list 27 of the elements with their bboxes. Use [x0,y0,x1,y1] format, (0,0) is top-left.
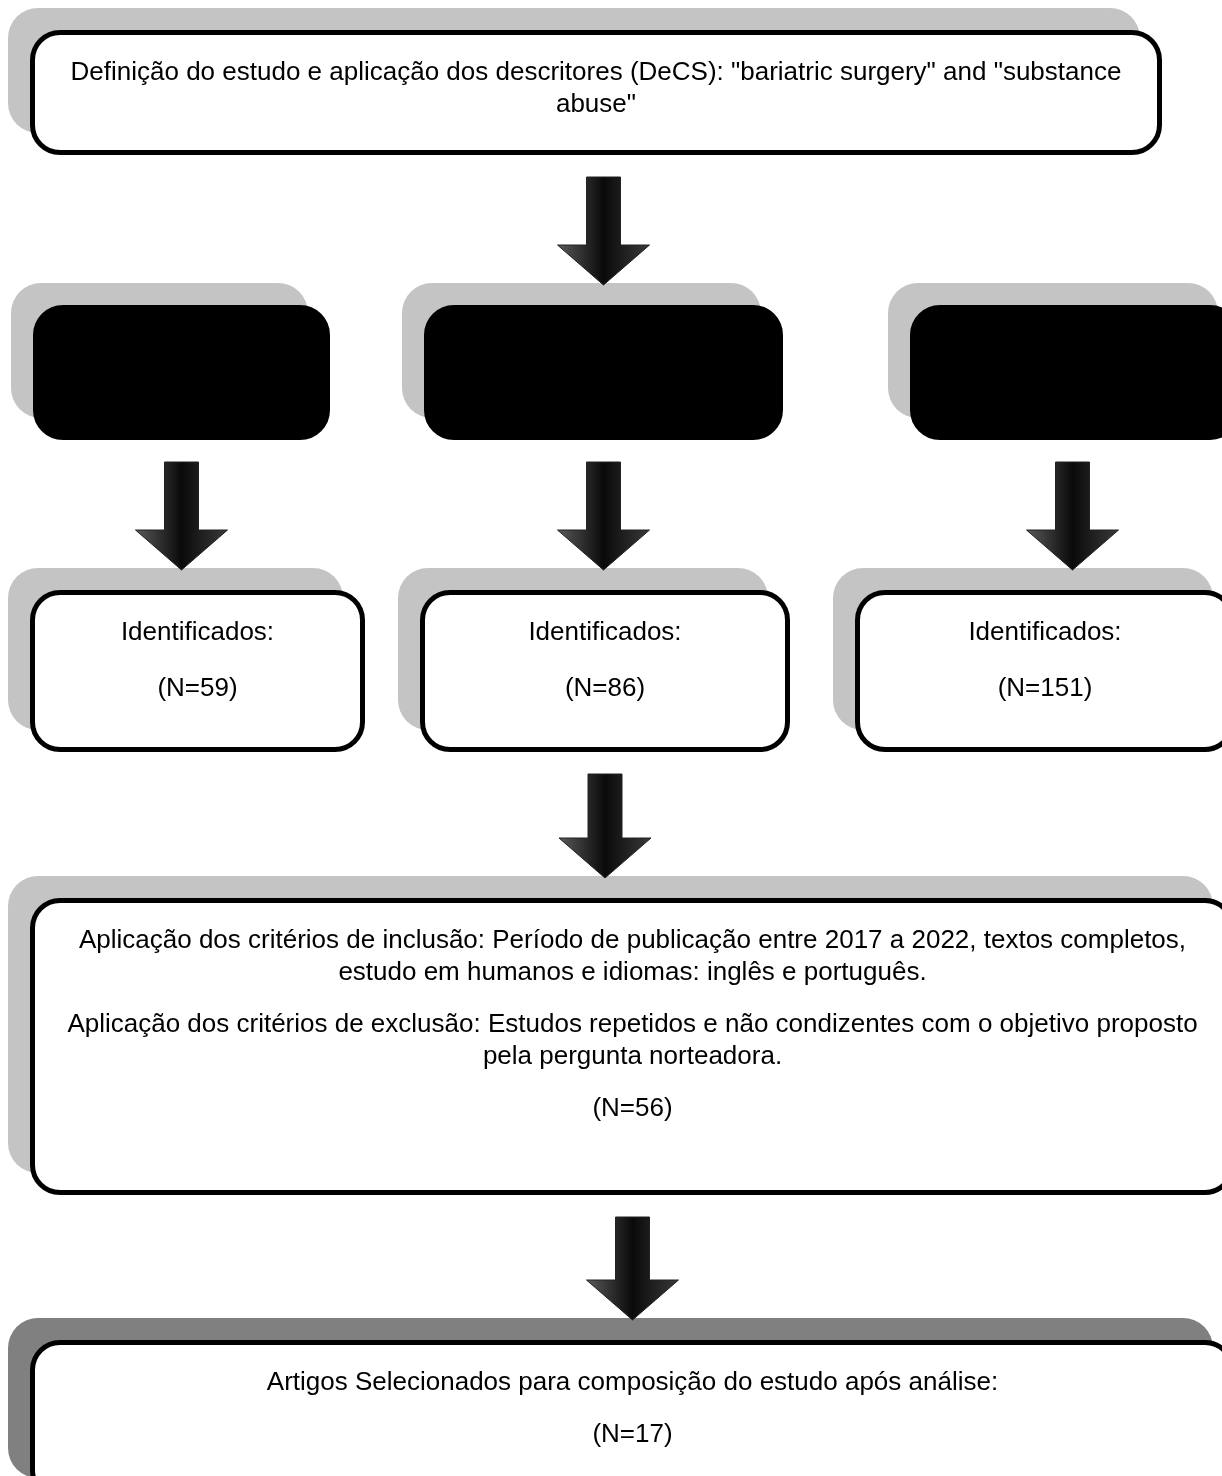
database-box [910,305,1222,440]
box-text: (N=59) [157,671,238,703]
block-arrow [586,1216,679,1321]
database-box [424,305,783,440]
box-text: (N=56) [592,1091,673,1123]
process-box [30,590,365,752]
process-box [30,30,1162,155]
box-text: Identificados: [528,615,682,647]
box-text: Identificados: [968,615,1122,647]
database-box [33,305,330,440]
process-box [30,1340,1222,1476]
block-arrow [557,461,650,571]
block-arrow [1026,461,1119,571]
block-arrow [557,176,650,286]
box-text: (N=86) [564,671,646,703]
box-text: Identificados: [120,615,275,647]
process-box [420,590,790,752]
box-text: Definição do estudo e aplicação dos descritores (DeCS): "bariatric surgery" and "substance abuse" [69,55,1123,119]
box-text: (N=151) [997,671,1093,703]
process-box [855,590,1222,752]
box-text: Artigos Selecionados para composição do estudo após análise: [266,1365,999,1397]
box-text: Aplicação dos critérios de inclusão: Período de publicação entre 2017 a 2022, textos completos, estudo em humanos e idiomas: inglês e português. [77,923,1188,987]
block-arrow [135,461,228,571]
box-text: (N=17) [592,1417,673,1449]
process-box [30,898,1222,1195]
box-text: Aplicação dos critérios de exclusão: Estudos repetidos e não condizentes com o objetivo proposto pela pergunta norteadora. [66,1007,1199,1071]
block-arrow [558,773,652,879]
